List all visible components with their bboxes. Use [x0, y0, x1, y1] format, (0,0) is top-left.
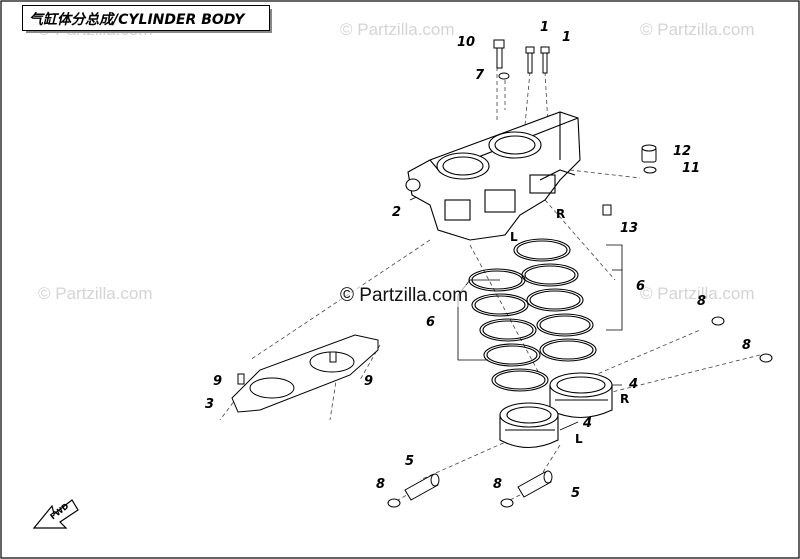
- callout-3[interactable]: 3: [205, 397, 215, 412]
- side-mark-left: L: [575, 432, 583, 446]
- watermark: © Partzilla.com: [640, 20, 755, 39]
- callout-1[interactable]: 1: [562, 30, 572, 45]
- side-mark-right: R: [620, 392, 630, 406]
- piston-rings: [468, 238, 597, 392]
- callout-9[interactable]: 9: [364, 374, 374, 389]
- bolt-group: [493, 39, 550, 80]
- callout-2[interactable]: 2: [392, 205, 402, 220]
- leader-lines: [219, 46, 761, 501]
- cylinder-gasket: [231, 334, 379, 413]
- callout-9[interactable]: 9: [213, 374, 223, 389]
- callout-8[interactable]: 8: [493, 477, 503, 492]
- callout-5[interactable]: 5: [571, 486, 581, 501]
- callout-11[interactable]: 11: [682, 161, 701, 176]
- side-mark-left: L: [510, 230, 518, 244]
- callout-4[interactable]: 4: [583, 416, 593, 431]
- callout-12[interactable]: 12: [673, 144, 692, 159]
- callout-7[interactable]: 7: [475, 68, 485, 83]
- pistons: [499, 372, 613, 449]
- callout-1[interactable]: 1: [540, 20, 550, 35]
- cylinder-block: [405, 111, 581, 241]
- watermark: © Partzilla.com: [340, 20, 455, 39]
- watermark: © Partzilla.com: [38, 284, 153, 303]
- watermark: © Partzilla.com: [640, 284, 755, 303]
- callout-13[interactable]: 13: [620, 221, 639, 236]
- callout-5[interactable]: 5: [405, 454, 415, 469]
- callout-8[interactable]: 8: [376, 477, 386, 492]
- callout-6[interactable]: 6: [636, 279, 646, 294]
- callout-8[interactable]: 8: [742, 338, 752, 353]
- diagram-title-box: 气缸体分总成/CYLINDER BODY: [22, 5, 270, 31]
- watermark-main: © Partzilla.com: [340, 285, 469, 307]
- callout-4[interactable]: 4: [629, 377, 639, 392]
- fitting-12: [602, 144, 657, 216]
- side-mark-right: R: [556, 207, 566, 221]
- callout-8[interactable]: 8: [697, 294, 707, 309]
- callout-10[interactable]: 10: [457, 35, 476, 50]
- piston-pins: [387, 316, 773, 508]
- callout-6[interactable]: 6: [426, 315, 436, 330]
- fwd-arrow-icon: [32, 499, 79, 529]
- page-title: 气缸体分总成/CYLINDER BODY: [29, 12, 245, 28]
